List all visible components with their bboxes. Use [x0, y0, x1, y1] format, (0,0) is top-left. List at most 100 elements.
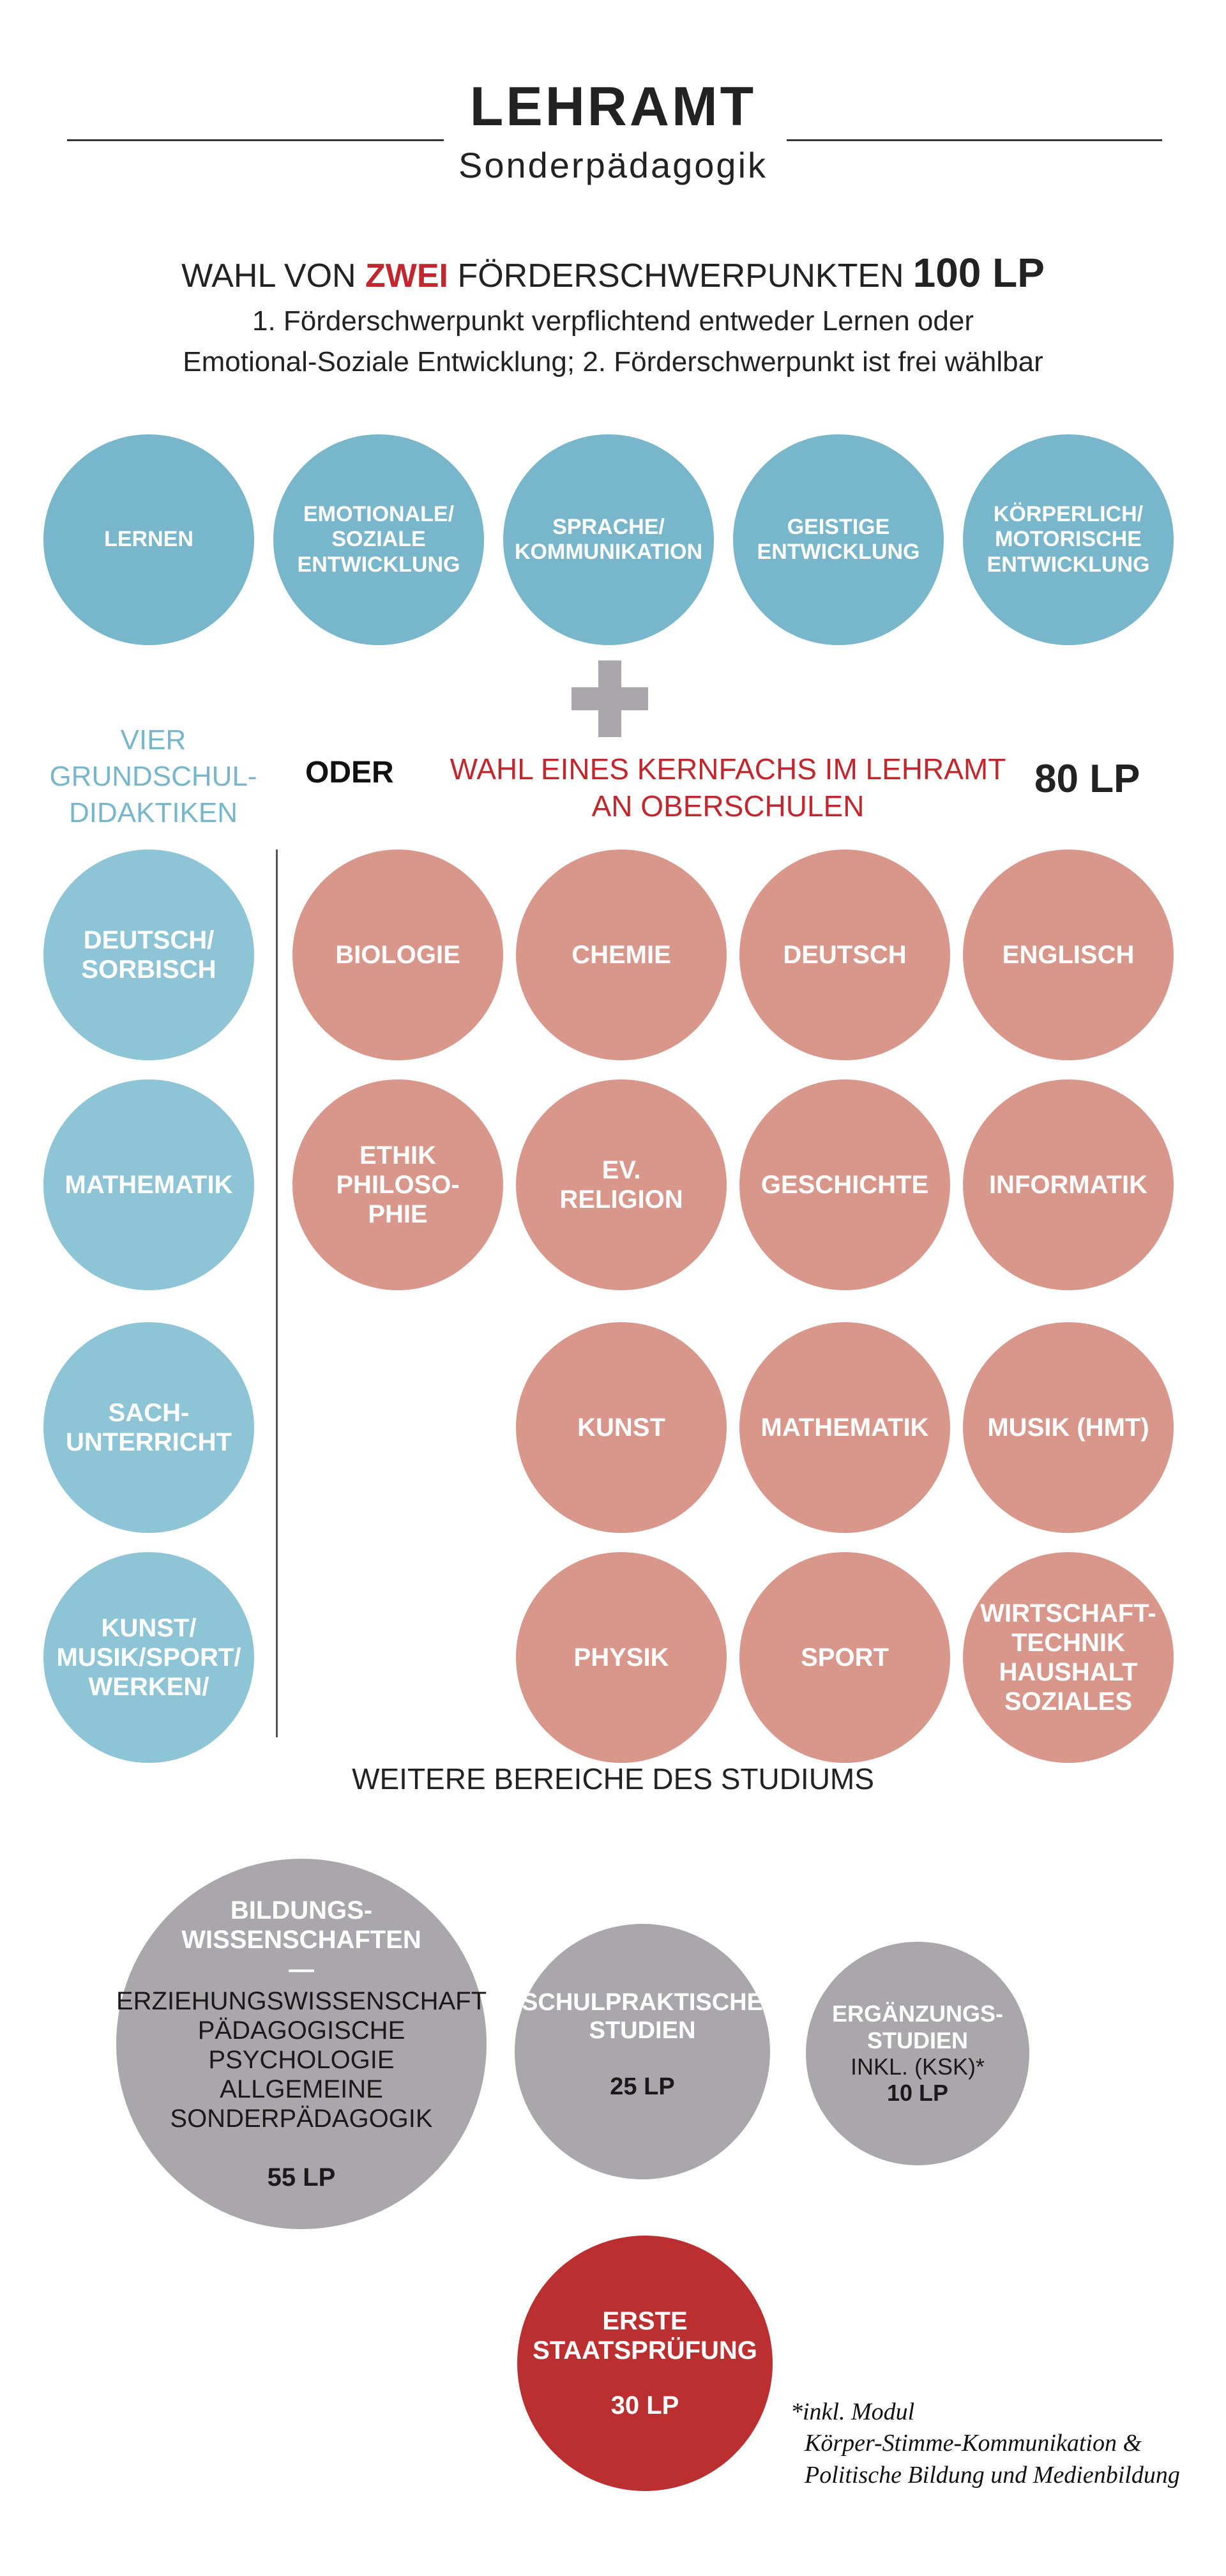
kernfach-informatik-circle-label: INFORMATIK: [988, 1171, 1148, 1199]
schwerpunkt-sprache-kommunikation-circle-label: SPRACHE/: [552, 514, 665, 539]
kernfach-physik-circle: PHYSIK: [516, 1552, 727, 1763]
bildungswissenschaften-circle: BILDUNGS- WISSENSCHAFTEN — ERZIEHUNGSWIS…: [116, 1859, 487, 2229]
grundschul-sachunterricht-circle-label: UNTERRICHT: [66, 1428, 232, 1456]
page-subtitle: Sonderpädagogik: [458, 145, 768, 185]
grundschul-sachunterricht-circle-label: SACH-: [108, 1399, 190, 1427]
kernfach-englisch-circle-label: ENGLISCH: [1002, 941, 1135, 969]
grundschul-kunst-musik-sport-werken-circle-label: MUSIK/SPORT/: [56, 1643, 241, 1672]
bildung-item: PÄDAGOGISCHE: [197, 2016, 405, 2045]
staats-title-line: ERSTE: [602, 2307, 688, 2335]
staats-lp: 30 LP: [610, 2391, 679, 2420]
schwerpunkt-emotionale-soziale-entwicklung-circle-label: ENTWICKLUNG: [297, 552, 460, 577]
kernfach-mathematik-circle: MATHEMATIK: [739, 1322, 950, 1533]
page-title: LEHRAMT: [469, 76, 757, 137]
schulprakt-lp: 25 LP: [610, 2073, 675, 2100]
erste-staatspruefung-circle: ERSTE STAATSPRÜFUNG 30 LP: [517, 2236, 773, 2491]
kernfach-kunst-circle: KUNST: [516, 1322, 727, 1533]
kernfach-geschichte-circle: GESCHICHTE: [739, 1079, 950, 1290]
grundschul-deutsch-sorbisch-circle-label: DEUTSCH/: [83, 926, 215, 954]
kernfach-deutsch-circle: DEUTSCH: [739, 850, 950, 1060]
ergaenzung-title-line: STUDIEN: [867, 2027, 968, 2054]
grundschul-deutsch-sorbisch-circle: DEUTSCH/SORBISCH: [43, 850, 254, 1060]
kernfach-musik-hmt-circle-label: MUSIK (HMT): [987, 1414, 1149, 1442]
grundschul-kunst-musik-sport-werken-circle: KUNST/MUSIK/SPORT/WERKEN/: [43, 1552, 254, 1763]
grundschul-deutsch-sorbisch-circle-label: SORBISCH: [81, 956, 216, 984]
ergaenzungsstudien-circle: ERGÄNZUNGS- STUDIEN INKL. (KSK)* 10 LP: [806, 1942, 1029, 2165]
header-rule-right: [787, 139, 1162, 141]
schulprakt-title-line: SCHULPRAKTISCHE: [522, 1989, 763, 2016]
bildung-item: SONDERPÄDAGOGIK: [170, 2105, 433, 2133]
kernfach-wirtschaft-technik-haushalt-soziales-circle-label: SOZIALES: [1004, 1688, 1133, 1716]
ergaenzung-sub: INKL. (KSK)*: [850, 2054, 985, 2080]
kernfach-ev-religion-circle-label: RELIGION: [559, 1185, 683, 1214]
kernfach-heading-line: WAHL EINES KERNFACHS IM LEHRAMT: [450, 752, 1006, 786]
ergaenzung-title-line: ERGÄNZUNGS-: [832, 2001, 1003, 2027]
bildung-item: ALLGEMEINE: [220, 2075, 383, 2103]
bildung-title-line: BILDUNGS-: [230, 1896, 373, 1924]
oder-label: ODER: [305, 756, 394, 789]
footnote: *inkl. Modul Körper-Stimme-Kommunikation…: [791, 2397, 1180, 2491]
footnote-line: Politische Bildung und Medienbildung: [805, 2461, 1180, 2488]
kernfach-englisch-circle: ENGLISCH: [963, 850, 1174, 1060]
kernfach-heading-line: AN OBERSCHULEN: [591, 789, 865, 823]
grundschul-sachunterricht-circle: SACH-UNTERRICHT: [43, 1322, 254, 1533]
wahl-suffix: FÖRDERSCHWERPUNKTEN: [448, 257, 904, 294]
kernfach-ev-religion-circle: EV.RELIGION: [516, 1079, 727, 1290]
grundschul-heading: VIER GRUNDSCHUL- DIDAKTIKEN: [38, 722, 268, 832]
footnote-line: *inkl. Modul: [791, 2398, 915, 2425]
kernfach-mathematik-circle-label: MATHEMATIK: [761, 1414, 929, 1442]
kernfach-physik-circle-label: PHYSIK: [573, 1643, 669, 1672]
kernfach-sport-circle: SPORT: [739, 1552, 950, 1763]
kernfach-ethik-philoso-phie-circle-label: PHIE: [368, 1200, 428, 1228]
schwerpunkt-koerperlich-motorische-entwicklung-circle-label: MOTORISCHE: [995, 527, 1142, 552]
footnote-line: Körper-Stimme-Kommunikation &: [805, 2430, 1142, 2457]
kernfach-chemie-circle: CHEMIE: [516, 850, 727, 1060]
bildung-lp: 55 LP: [267, 2163, 336, 2191]
kernfach-ethik-philoso-phie-circle-label: ETHIK: [359, 1141, 436, 1170]
grundschul-kunst-musik-sport-werken-circle-label: KUNST/: [101, 1614, 197, 1642]
wahl-highlight: ZWEI: [365, 257, 449, 294]
kernfach-deutsch-circle-label: DEUTSCH: [783, 941, 907, 969]
kernfach-wirtschaft-technik-haushalt-soziales-circle-label: WIRTSCHAFT-: [980, 1599, 1156, 1627]
schwerpunkt-sprache-kommunikation-circle-label: KOMMUNIKATION: [515, 540, 702, 564]
schwerpunkt-emotionale-soziale-entwicklung-circle-label: EMOTIONALE/: [303, 502, 455, 527]
grundschul-heading-line: VIER: [120, 724, 186, 756]
kernfach-sport-circle-label: SPORT: [801, 1643, 889, 1672]
ergaenzung-lp: 10 LP: [886, 2080, 949, 2107]
schwerpunkt-emotionale-soziale-entwicklung-circle-label: SOZIALE: [331, 527, 426, 552]
schwerpunkt-sprache-kommunikation-circle: SPRACHE/KOMMUNIKATION: [503, 434, 714, 645]
kernfach-ethik-philoso-phie-circle-label: PHILOSO-: [336, 1171, 460, 1199]
schwerpunkt-lernen-circle: LERNEN: [43, 434, 254, 645]
grundschul-mathematik-circle: MATHEMATIK: [43, 1079, 254, 1290]
bildung-item: PSYCHOLOGIE: [208, 2046, 395, 2074]
kernfach-wirtschaft-technik-haushalt-soziales-circle-label: TECHNIK: [1011, 1629, 1125, 1657]
bildung-title-line: WISSENSCHAFTEN: [181, 1926, 421, 1954]
schwerpunkt-koerperlich-motorische-entwicklung-circle-label: ENTWICKLUNG: [987, 552, 1150, 577]
schulprakt-title-line: STUDIEN: [589, 2017, 696, 2045]
schwerpunkt-koerperlich-motorische-entwicklung-circle-label: KÖRPERLICH/: [993, 502, 1144, 527]
kernfach-lp: 80 LP: [1034, 757, 1140, 801]
wahl-explanation-2: Emotional-Soziale Entwicklung; 2. Förder…: [183, 346, 1043, 377]
kernfach-heading: WAHL EINES KERNFACHS IM LEHRAMT AN OBERS…: [434, 751, 1022, 825]
staats-title-line: STAATSPRÜFUNG: [533, 2336, 757, 2365]
grundschul-kunst-musik-sport-werken-circle-label: WERKEN/: [88, 1673, 209, 1701]
schwerpunkt-lernen-circle-label: LERNEN: [104, 527, 193, 552]
column-divider: [276, 850, 278, 1737]
bildung-title-line: —: [289, 1955, 314, 1983]
wahl-explanation-1: 1. Förderschwerpunkt verpflichtend entwe…: [252, 305, 974, 337]
header-rule-left: [67, 139, 444, 141]
bildung-item: ERZIEHUNGSWISSENSCHAFT: [116, 1987, 487, 2015]
schwerpunkt-geistige-entwicklung-circle-label: ENTWICKLUNG: [757, 540, 920, 564]
kernfach-biologie-circle-label: BIOLOGIE: [335, 941, 460, 969]
wahl-lp: 100 LP: [912, 250, 1045, 296]
grundschul-heading-line: DIDAKTIKEN: [68, 797, 238, 829]
kernfach-musik-hmt-circle: MUSIK (HMT): [963, 1322, 1174, 1533]
kernfach-kunst-circle-label: KUNST: [577, 1414, 665, 1442]
schwerpunkt-geistige-entwicklung-circle-label: GEISTIGE: [787, 514, 890, 539]
